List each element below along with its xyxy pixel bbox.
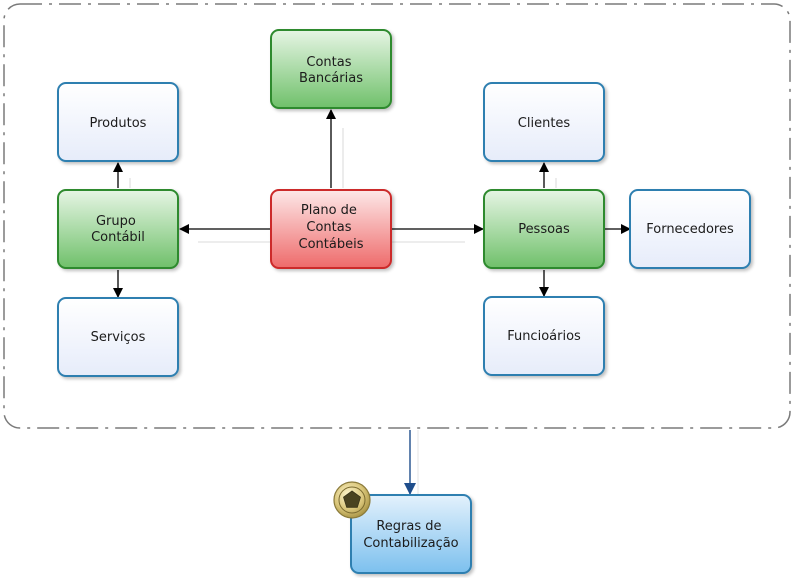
node-label-line: Contas bbox=[306, 55, 351, 70]
svg-text:Serviços: Serviços bbox=[91, 330, 146, 345]
svg-text:Grupo Contábil: Grupo Contábil bbox=[91, 214, 145, 245]
group-boundary bbox=[3, 3, 791, 429]
node-label-line: Contábil bbox=[91, 230, 145, 245]
node-funcionarios[interactable]: Funcioários bbox=[483, 296, 605, 376]
svg-text:Fornecedores: Fornecedores bbox=[646, 222, 734, 237]
node-label-line: Funcioários bbox=[507, 329, 581, 344]
node-servicos[interactable]: Serviços bbox=[57, 297, 179, 377]
node-label-line: Contábeis bbox=[299, 237, 364, 252]
svg-text:Regras de Contabilização: Regras de Contabilização bbox=[363, 519, 458, 551]
node-label-line: Plano de bbox=[301, 203, 357, 218]
node-label-line: Fornecedores bbox=[646, 222, 734, 237]
svg-text:Clientes: Clientes bbox=[518, 116, 571, 131]
node-label-line: Bancárias bbox=[299, 71, 363, 86]
node-label-line: Clientes bbox=[518, 116, 571, 131]
node-label-line: Pessoas bbox=[518, 222, 570, 237]
node-label-line: Serviços bbox=[91, 330, 146, 345]
node-label-line: Produtos bbox=[90, 116, 147, 131]
connectors bbox=[113, 109, 631, 298]
svg-text:Funcioários: Funcioários bbox=[507, 329, 581, 344]
node-plano-de-contas-contabeis[interactable]: Plano de Contas Contábeis bbox=[270, 189, 392, 269]
node-label-line: Contas bbox=[306, 220, 351, 235]
node-clientes[interactable]: Clientes bbox=[483, 82, 605, 162]
node-contas-bancarias[interactable]: Contas Bancárias bbox=[270, 29, 392, 109]
node-label-line: Regras de bbox=[376, 519, 441, 534]
ghost-lines bbox=[129, 128, 557, 243]
node-label-line: Contabilização bbox=[363, 536, 458, 551]
pentagon-event-icon[interactable] bbox=[333, 481, 371, 519]
svg-text:Produtos: Produtos bbox=[90, 116, 147, 131]
svg-text:Pessoas: Pessoas bbox=[518, 222, 570, 237]
node-grupo-contabil[interactable]: Grupo Contábil bbox=[57, 189, 179, 269]
node-regras-de-contabilizacao[interactable]: Regras de Contabilização bbox=[350, 494, 472, 574]
node-pessoas[interactable]: Pessoas bbox=[483, 189, 605, 269]
svg-text:Plano de Contas Co: Plano de Contas Contábeis bbox=[299, 203, 364, 252]
node-label-line: Grupo bbox=[96, 214, 136, 229]
node-fornecedores[interactable]: Fornecedores bbox=[629, 189, 751, 269]
svg-text:Contas Bancárias: Contas Bancárias bbox=[299, 55, 363, 86]
node-produtos[interactable]: Produtos bbox=[57, 82, 179, 162]
